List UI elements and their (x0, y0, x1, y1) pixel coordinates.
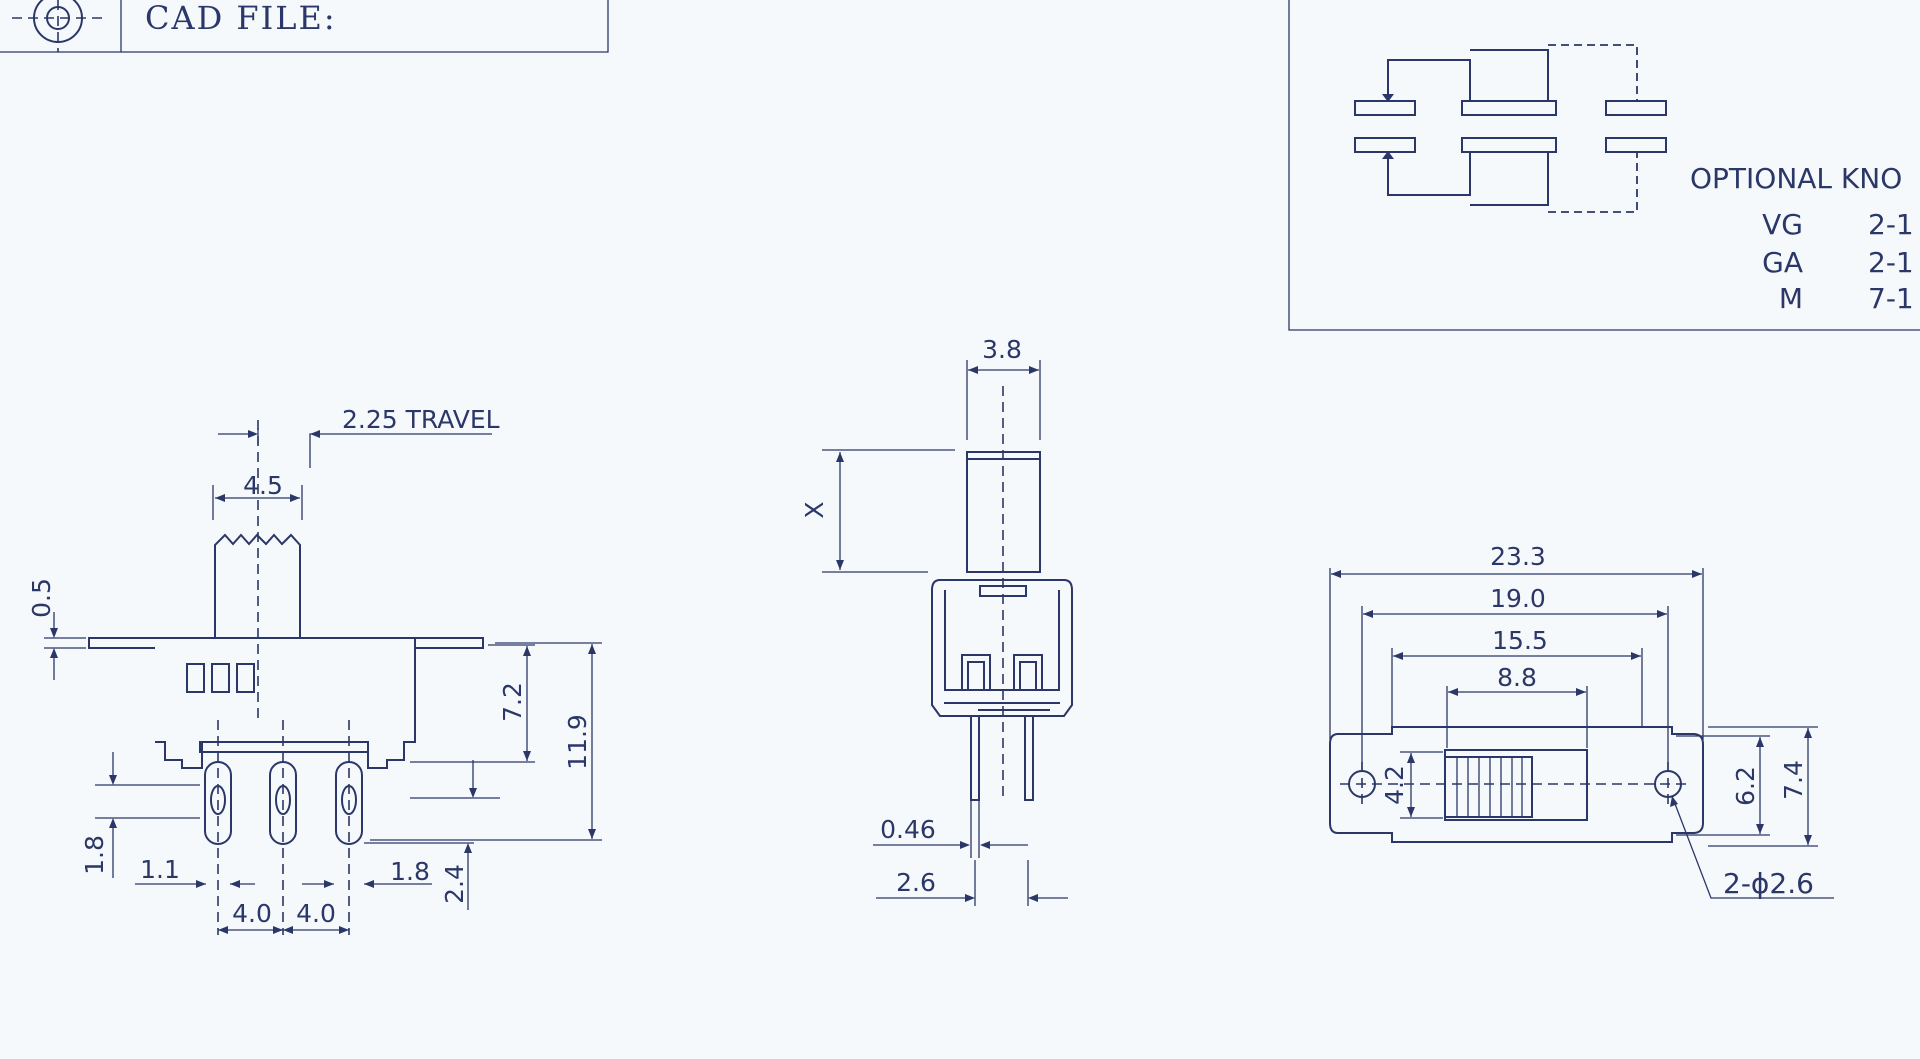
marking-window (236, 663, 255, 693)
mounting-flange (88, 637, 155, 649)
overall-length-dimension: 23.3 (1490, 542, 1546, 571)
body-width-dimension: 6.2 (1731, 766, 1760, 806)
switch-body (155, 637, 416, 769)
knob-value-m: 7-1 (1868, 282, 1914, 315)
pin-pitch-right-dimension: 4.0 (296, 899, 336, 928)
travel-dimension: 2.25 TRAVEL (342, 405, 500, 434)
side-view: 3.8 X 0.46 2.6 (800, 335, 1073, 906)
title-block: CAD FILE: (0, 0, 609, 53)
knob-value-ga: 2-1 (1868, 246, 1914, 279)
knob-panel: OPTIONAL KNO VG 2-1 GA 2-1 M 7-1 (1288, 0, 1920, 331)
knob-code-ga: GA (1762, 246, 1803, 279)
mount-hole-callout: 2-ϕ2.6 (1723, 867, 1814, 900)
marking-window (211, 663, 230, 693)
actuator-slot (1444, 749, 1588, 821)
flange-thickness-dimension: 0.5 (27, 578, 56, 618)
actuator-width-dimension: 3.8 (982, 335, 1022, 364)
actuator-height-dimension: X (800, 501, 829, 518)
knob-code-vg: VG (1762, 208, 1803, 241)
front-view: 2.25 TRAVEL 4.5 0.5 7.2 11.9 (27, 405, 602, 935)
cad-file-label: CAD FILE: (145, 0, 337, 37)
switch-body (931, 579, 1073, 717)
pin-offset-dimension: 1.8 (80, 835, 109, 875)
hole-pitch-dimension: 19.0 (1490, 584, 1546, 613)
slider-knob (1444, 756, 1533, 818)
actuator-width-dimension: 4.5 (243, 471, 283, 500)
top-view: 23.3 19.0 15.5 8.8 4.2 6. (1329, 542, 1834, 900)
solder-pin (1024, 715, 1034, 801)
solder-pin (970, 715, 980, 801)
pin-spacing-dimension: 2.6 (896, 868, 936, 897)
knob-value-vg: 2-1 (1868, 208, 1914, 241)
pin-thickness-dimension: 0.46 (880, 815, 936, 844)
optional-knob-heading: OPTIONAL KNO (1690, 162, 1902, 195)
marking-window (186, 663, 205, 693)
slot-length-dimension: 8.8 (1497, 663, 1537, 692)
pin-length-dimension: 2.4 (440, 864, 469, 904)
actuator-outline (214, 533, 301, 638)
switch-circuit-schematic (1354, 44, 1667, 213)
projection-symbol-icon (12, 0, 104, 52)
pin-pitch-left-dimension: 4.0 (232, 899, 272, 928)
pin-width-dimension: 1.1 (140, 855, 180, 884)
flange-width-dimension: 7.4 (1779, 760, 1808, 800)
knob-code-m: M (1779, 282, 1803, 315)
slot-width-dimension: 4.2 (1380, 765, 1409, 805)
body-height-dimension: 7.2 (498, 682, 527, 722)
mounting-flange (1329, 726, 1704, 843)
body-length-dimension: 15.5 (1492, 626, 1548, 655)
pin-edge-dimension: 1.8 (390, 857, 430, 886)
overall-height-dimension: 11.9 (563, 714, 592, 770)
